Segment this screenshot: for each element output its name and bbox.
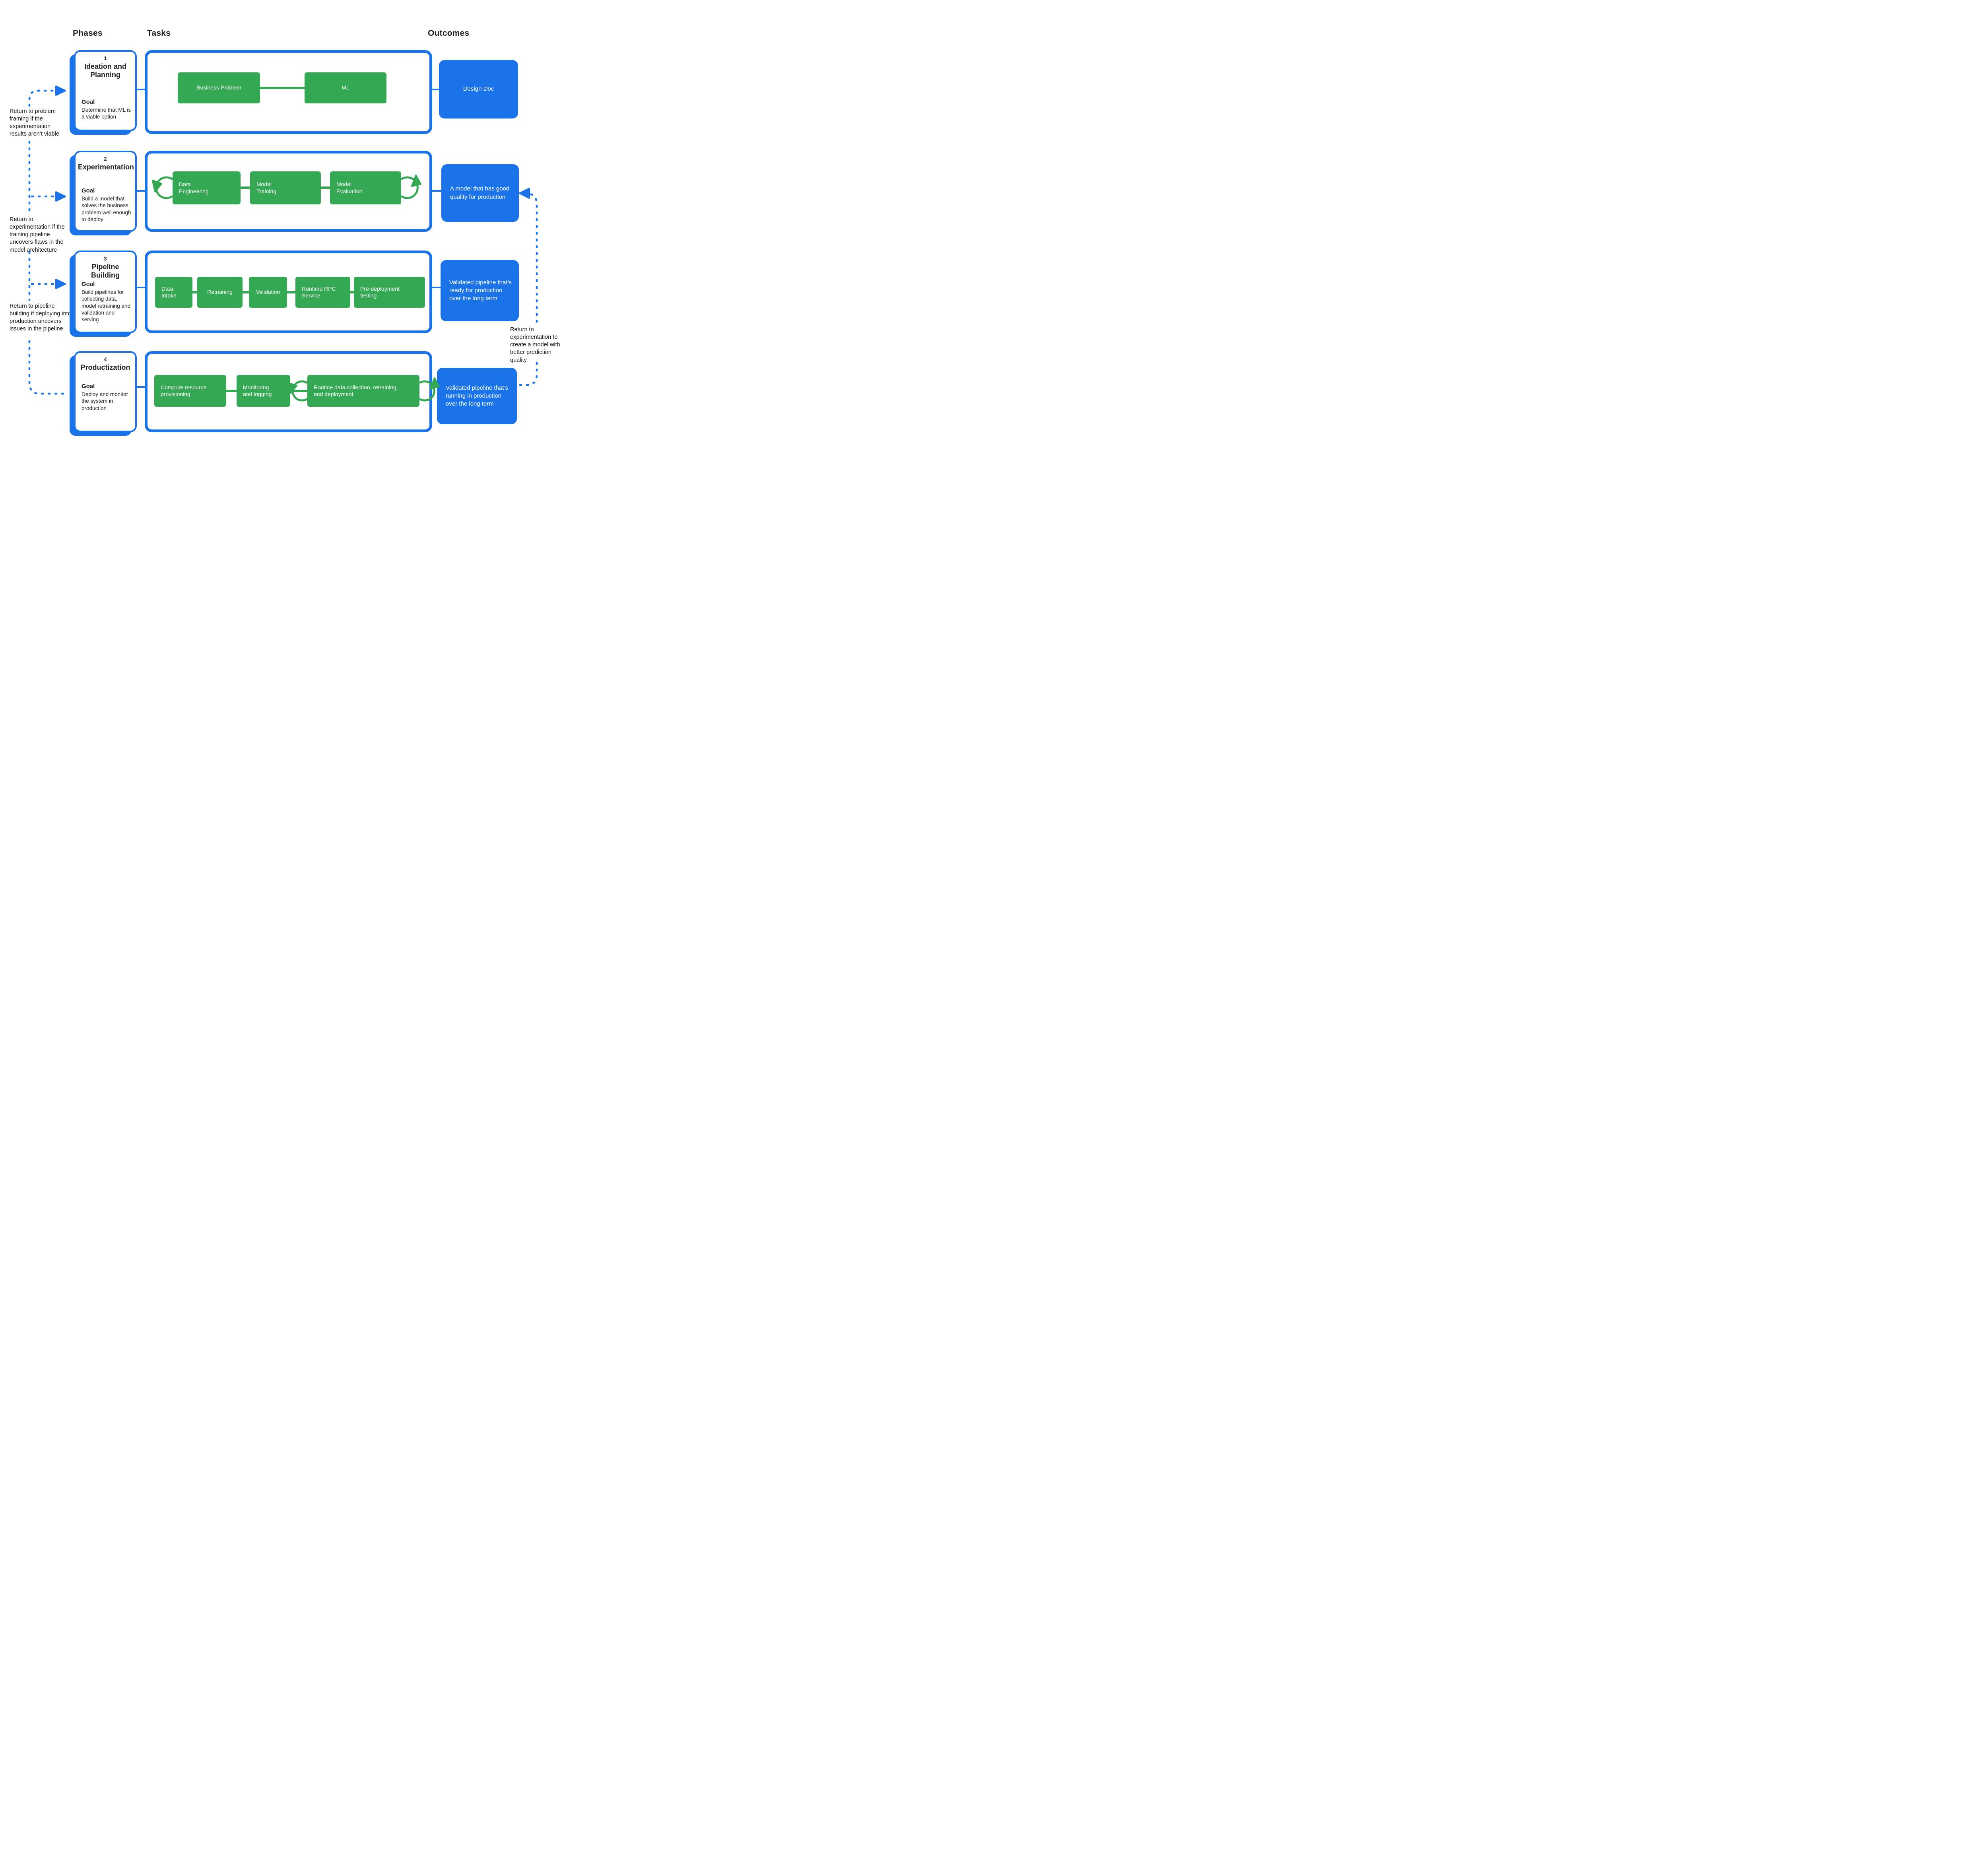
tasks-column-header: Tasks bbox=[147, 29, 171, 38]
goal-label: Goal bbox=[82, 99, 95, 105]
task-model-evaluation: Model Evaluation bbox=[330, 171, 401, 204]
goal-text: Determine that ML is a viable option bbox=[82, 107, 131, 120]
task-retraining: Retraining bbox=[197, 277, 243, 308]
phase-card-experimentation: 2 Experimentation Goal Build a model tha… bbox=[74, 151, 137, 232]
goal-label: Goal bbox=[82, 383, 95, 390]
annotation-return-experimentation: Return to experimentation if the trainin… bbox=[10, 216, 65, 253]
task-compute-resource-provisioning: Compute resource provisioning bbox=[154, 375, 226, 407]
phase-card-productization: 4 Productization Goal Deploy and monitor… bbox=[74, 351, 137, 432]
task-data-intake: Data Intake bbox=[155, 277, 192, 308]
phase-number: 2 bbox=[104, 156, 107, 162]
phases-column-header: Phases bbox=[73, 29, 103, 38]
phase-title: Experimentation bbox=[78, 163, 134, 171]
task-routine-data-collection: Routine data collection, retraining, and… bbox=[307, 375, 419, 407]
outcome-quality-model: A model that has good quality for produc… bbox=[441, 164, 519, 222]
goal-text: Deploy and monitor the system in product… bbox=[82, 391, 128, 411]
annotation-return-better-prediction: Return to experimentation to create a mo… bbox=[510, 326, 560, 363]
phase-number: 4 bbox=[104, 356, 107, 362]
outcomes-column-header: Outcomes bbox=[428, 29, 470, 38]
phase-title: Pipeline Building bbox=[91, 263, 120, 279]
task-monitoring-and-logging: Monitoring and logging bbox=[237, 375, 290, 407]
outcome-validated-pipeline-running: Validated pipeline that’s running in pro… bbox=[437, 368, 517, 424]
phase-number: 3 bbox=[104, 256, 107, 262]
diagram-boxes: 1 Ideation and Planning Goal Determine t… bbox=[0, 0, 564, 465]
phase-card-ideation-planning: 1 Ideation and Planning Goal Determine t… bbox=[74, 50, 137, 131]
task-data-engineering: Data Engineering bbox=[173, 171, 241, 204]
task-runtime-rpc-service: Runtime RPC Service bbox=[295, 277, 350, 308]
ml-workflow-diagram: Phases Tasks Outcomes 1 Ideation and Pla… bbox=[0, 0, 564, 465]
outcome-design-doc: Design Doc bbox=[439, 60, 518, 118]
goal-text: Build a model that solves the business p… bbox=[82, 196, 131, 222]
outcome-validated-pipeline-ready: Validated pipeline that’s ready for prod… bbox=[441, 260, 519, 321]
annotation-return-pipeline-building: Return to pipeline building if deploying… bbox=[10, 303, 71, 332]
task-model-training: Model Training bbox=[250, 171, 321, 204]
task-validation: Validation bbox=[249, 277, 287, 308]
task-pre-deployment-testing: Pre-deployment testing bbox=[354, 277, 425, 308]
goal-label: Goal bbox=[82, 281, 95, 288]
phase-card-pipeline-building: 3 Pipeline Building Goal Build pipelines… bbox=[74, 251, 137, 333]
goal-text: Build pipelines for collecting data, mod… bbox=[82, 289, 131, 323]
phase-title: Ideation and Planning bbox=[84, 62, 126, 79]
annotation-return-problem-framing: Return to problem framing if the experim… bbox=[10, 108, 59, 138]
task-business-problem: Business Problem bbox=[178, 72, 260, 103]
phase-title: Productization bbox=[80, 363, 130, 371]
task-ml: ML bbox=[305, 72, 386, 103]
goal-label: Goal bbox=[82, 187, 95, 194]
phase-number: 1 bbox=[104, 55, 107, 61]
